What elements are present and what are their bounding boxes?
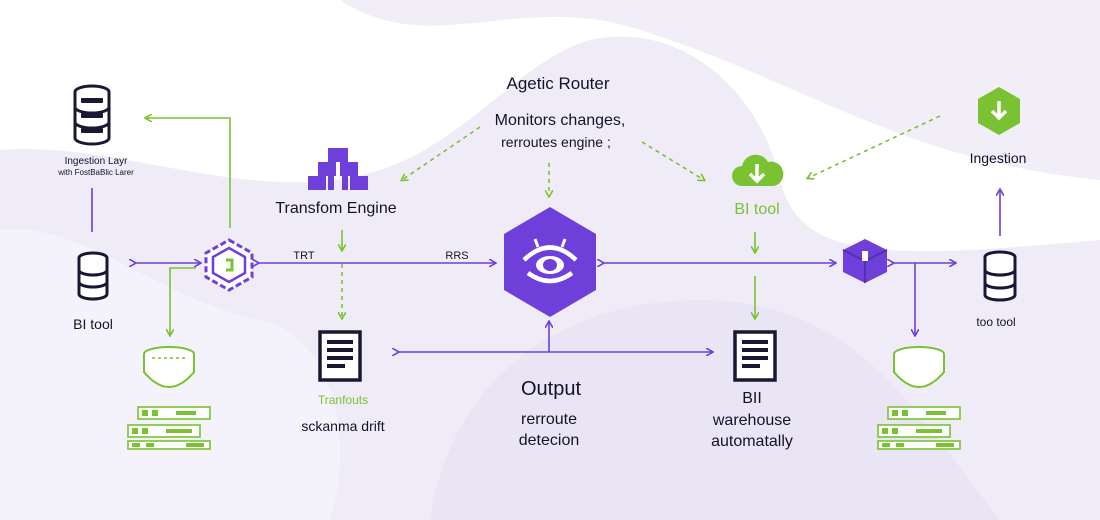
automatally-label: automatally bbox=[711, 433, 793, 450]
cloud-download-icon bbox=[732, 154, 784, 186]
hexagon-download-icon bbox=[978, 87, 1020, 135]
ingestion-layer-label: Ingestion Layr bbox=[64, 156, 128, 167]
bi-tool-top-text: BI tool bbox=[734, 201, 780, 218]
router-hexagon-eye-icon[interactable] bbox=[500, 205, 600, 319]
transfouts-label: Tranfouts bbox=[317, 393, 369, 407]
blocks-icon bbox=[308, 148, 368, 190]
bii-label: BII bbox=[742, 390, 762, 407]
trt-label: TRT bbox=[293, 250, 315, 262]
bi-tool-top-label: BI tool bbox=[734, 201, 779, 219]
rerroute-label: rerroute bbox=[520, 411, 578, 428]
monitors-text: Monitors changes, bbox=[494, 112, 626, 129]
database-icon-right bbox=[983, 250, 1017, 302]
ingestion-layer-sub: with FostBaBlic Larer bbox=[58, 168, 134, 177]
server-rack-icon-right bbox=[877, 406, 961, 450]
schema-drift-label: sckanma drift bbox=[301, 418, 385, 434]
database-icon-top-left bbox=[73, 84, 111, 146]
reroutes-text: rerroutes engine ; bbox=[501, 134, 611, 150]
rrs-label: RRS bbox=[445, 250, 469, 262]
transform-engine-label: Transfom Engine bbox=[275, 200, 397, 217]
detecion-label: detecion bbox=[518, 432, 580, 449]
server-rack-icon-left bbox=[127, 406, 211, 450]
bo-tool-right-label: too tool bbox=[976, 315, 1016, 329]
bi-tool-left-label: BI tool bbox=[73, 316, 113, 332]
database-icon-mid-left bbox=[77, 251, 109, 301]
agentic-router-title: Agetic Router bbox=[506, 74, 610, 93]
ingestion-right-label: Ingestion bbox=[969, 150, 1027, 166]
bowl-icon-left bbox=[143, 346, 195, 388]
bowl-icon-right bbox=[893, 346, 945, 388]
warehouse-label: warehouse bbox=[712, 412, 792, 429]
document-icon-left bbox=[318, 330, 362, 382]
hexagon-chip-icon bbox=[204, 238, 254, 292]
cube-icon bbox=[842, 239, 888, 283]
output-label: Output bbox=[520, 378, 582, 400]
document-icon-right bbox=[733, 330, 777, 382]
